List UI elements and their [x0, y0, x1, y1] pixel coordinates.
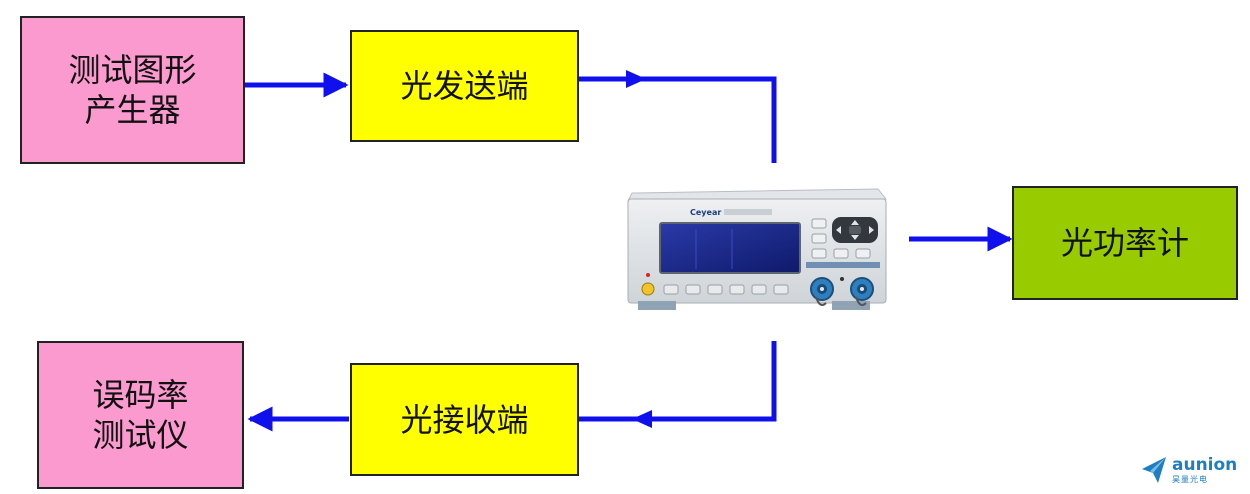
device-display-screen: [659, 222, 801, 274]
optical-power-meter-box: 光功率计: [1012, 186, 1238, 300]
optical-instrument-image: Ceyear: [627, 188, 888, 310]
optical-port-left: [810, 277, 834, 301]
line-transmitter-to-device: [578, 76, 777, 163]
test-pattern-generator-box: 测试图形 产生器: [20, 16, 245, 164]
logo-subtitle: 昊量光电: [1172, 474, 1208, 484]
logo-name: aunion: [1172, 454, 1238, 475]
soft-keys: [663, 284, 789, 295]
device-brand-label: Ceyear: [690, 208, 721, 217]
arrowhead-transmitter-line: [626, 70, 646, 88]
arrowhead-receiver-line: [632, 410, 652, 428]
optical-transmitter-box: 光发送端: [350, 30, 579, 142]
optical-receiver-box: 光接收端: [350, 363, 579, 476]
keypad: [811, 218, 871, 259]
paper-plane-icon: [1142, 457, 1166, 483]
aunion-logo: aunion 昊量光电: [1140, 452, 1245, 488]
line-device-to-receiver: [578, 341, 777, 422]
bit-error-rate-tester-box: 误码率 测试仪: [37, 341, 244, 489]
power-button: [641, 282, 655, 296]
optical-port-right: [850, 277, 874, 301]
